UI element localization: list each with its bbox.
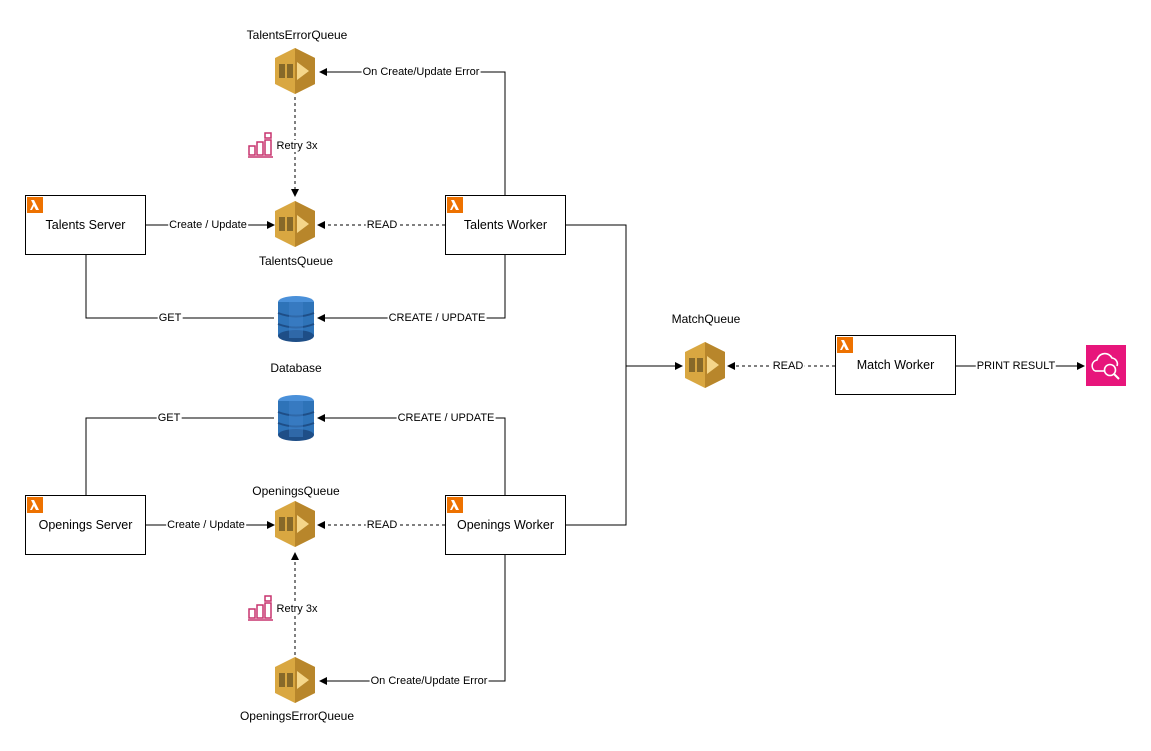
edge-talents-error [319, 68, 506, 196]
match-queue-label: MatchQueue [671, 312, 741, 326]
talents-read-label: READ [365, 219, 399, 231]
openings-queue-label: OpeningsQueue [252, 484, 340, 498]
edge-talents-to-match [566, 224, 627, 366]
openings-retry-icon [248, 595, 273, 621]
openings-db-create-update-label: CREATE / UPDATE [396, 412, 496, 424]
talents-get-label: GET [157, 312, 183, 324]
edge-openings-to-match [566, 366, 627, 526]
openings-server-label: Openings Server [38, 518, 133, 532]
talents-retry-label: Retry 3x [275, 140, 319, 152]
talents-server-box[interactable]: Talents Server [25, 195, 146, 255]
lambda-icon [447, 197, 463, 213]
talents-error-queue-label: TalentsErrorQueue [246, 28, 348, 42]
database-label: Database [270, 361, 322, 375]
talents-server-label: Talents Server [45, 218, 126, 232]
talents-db-create-update-label: CREATE / UPDATE [387, 312, 487, 324]
openings-worker-box[interactable]: Openings Worker [445, 495, 566, 555]
openings-error-queue-label: OpeningsErrorQueue [239, 709, 355, 723]
talents-error-queue-icon[interactable] [273, 46, 317, 96]
openings-read-label: READ [365, 519, 399, 531]
openings-error-queue-icon[interactable] [273, 655, 317, 705]
openings-database-icon[interactable] [275, 393, 317, 443]
openings-server-box[interactable]: Openings Server [25, 495, 146, 555]
lambda-icon [27, 197, 43, 213]
openings-create-update-label: Create / Update [166, 519, 246, 531]
openings-queue-icon[interactable] [273, 499, 317, 549]
cloud-search-icon[interactable] [1086, 345, 1126, 386]
lambda-icon [27, 497, 43, 513]
match-queue-icon[interactable] [683, 340, 727, 390]
talents-retry-icon [248, 132, 273, 158]
match-worker-label: Match Worker [856, 358, 935, 372]
talents-on-error-label: On Create/Update Error [361, 66, 481, 78]
talents-queue-icon[interactable] [273, 199, 317, 249]
edge-talents-db-write [317, 255, 506, 322]
openings-worker-label: Openings Worker [456, 518, 555, 532]
edge-talents-get [85, 255, 274, 319]
openings-retry-label: Retry 3x [275, 603, 319, 615]
lambda-icon [837, 337, 853, 353]
talents-queue-label: TalentsQueue [258, 254, 334, 268]
match-read-label: READ [771, 360, 805, 372]
print-result-label: PRINT RESULT [975, 360, 1057, 372]
edge-openings-error [319, 555, 506, 685]
match-worker-box[interactable]: Match Worker [835, 335, 956, 395]
talents-worker-box[interactable]: Talents Worker [445, 195, 566, 255]
talents-database-icon[interactable] [275, 294, 317, 344]
lambda-icon [447, 497, 463, 513]
openings-on-error-label: On Create/Update Error [369, 675, 489, 687]
edge-openings-db-write [317, 414, 506, 495]
openings-get-label: GET [156, 412, 182, 424]
talents-worker-label: Talents Worker [463, 218, 548, 232]
edge-openings-get [85, 417, 274, 495]
talents-create-update-label: Create / Update [168, 219, 248, 231]
